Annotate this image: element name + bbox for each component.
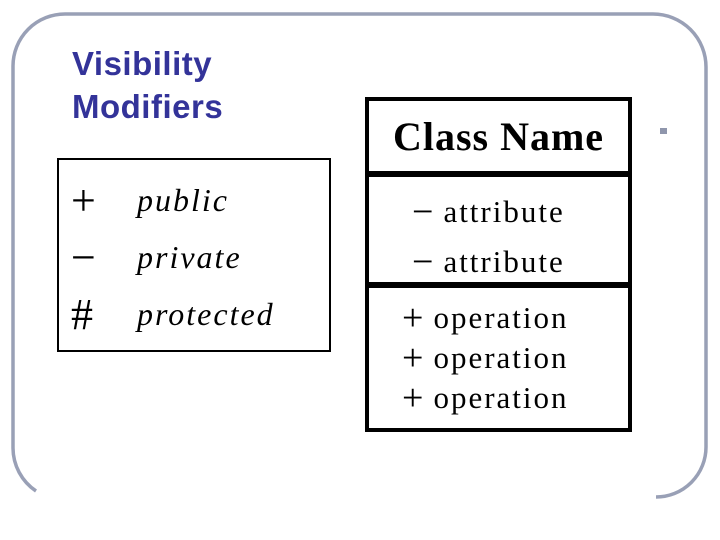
slide-title: Visibility Modifiers [72,42,223,128]
uml-operation-label: operation [433,300,569,335]
uml-attributes-compartment: − attribute − attribute [369,177,628,288]
uml-operation-label: operation [433,340,569,375]
legend-word-public: public [137,182,229,218]
uml-class-box: Class Name − attribute − attribute + ope… [365,97,632,432]
uml-operation-row: + operation [369,378,628,418]
bullet-square [660,128,667,134]
uml-attribute-row: − attribute [369,237,628,287]
minus-symbol: − [412,241,434,283]
legend-word-protected: protected [137,296,275,332]
rounded-frame-path [11,12,708,499]
plus-symbol: + [402,297,424,339]
uml-attribute-label: attribute [443,194,565,229]
uml-operation-label: operation [433,380,569,415]
plus-symbol: + [402,337,424,379]
legend-row-public: + public [59,172,329,229]
minus-symbol: − [412,191,434,233]
uml-operation-row: + operation [369,338,628,378]
uml-class-name: Class Name [392,113,605,159]
visibility-legend-box: + public − private # protected [57,158,331,352]
uml-operations-compartment: + operation + operation + operation [369,288,628,422]
hash-symbol: # [71,289,93,339]
plus-symbol: + [402,377,424,419]
minus-symbol: − [71,232,96,282]
slide-title-line2: Modifiers [72,88,224,125]
legend-row-protected: # protected [59,286,329,343]
legend-word-private: private [137,239,242,275]
uml-operation-row: + operation [369,298,628,338]
legend-row-private: − private [59,229,329,286]
slide-title-line1: Visibility [72,45,213,82]
uml-attribute-row: − attribute [369,187,628,237]
uml-class-name-compartment: Class Name [369,101,628,177]
uml-attribute-label: attribute [443,244,565,279]
plus-symbol: + [71,175,96,225]
